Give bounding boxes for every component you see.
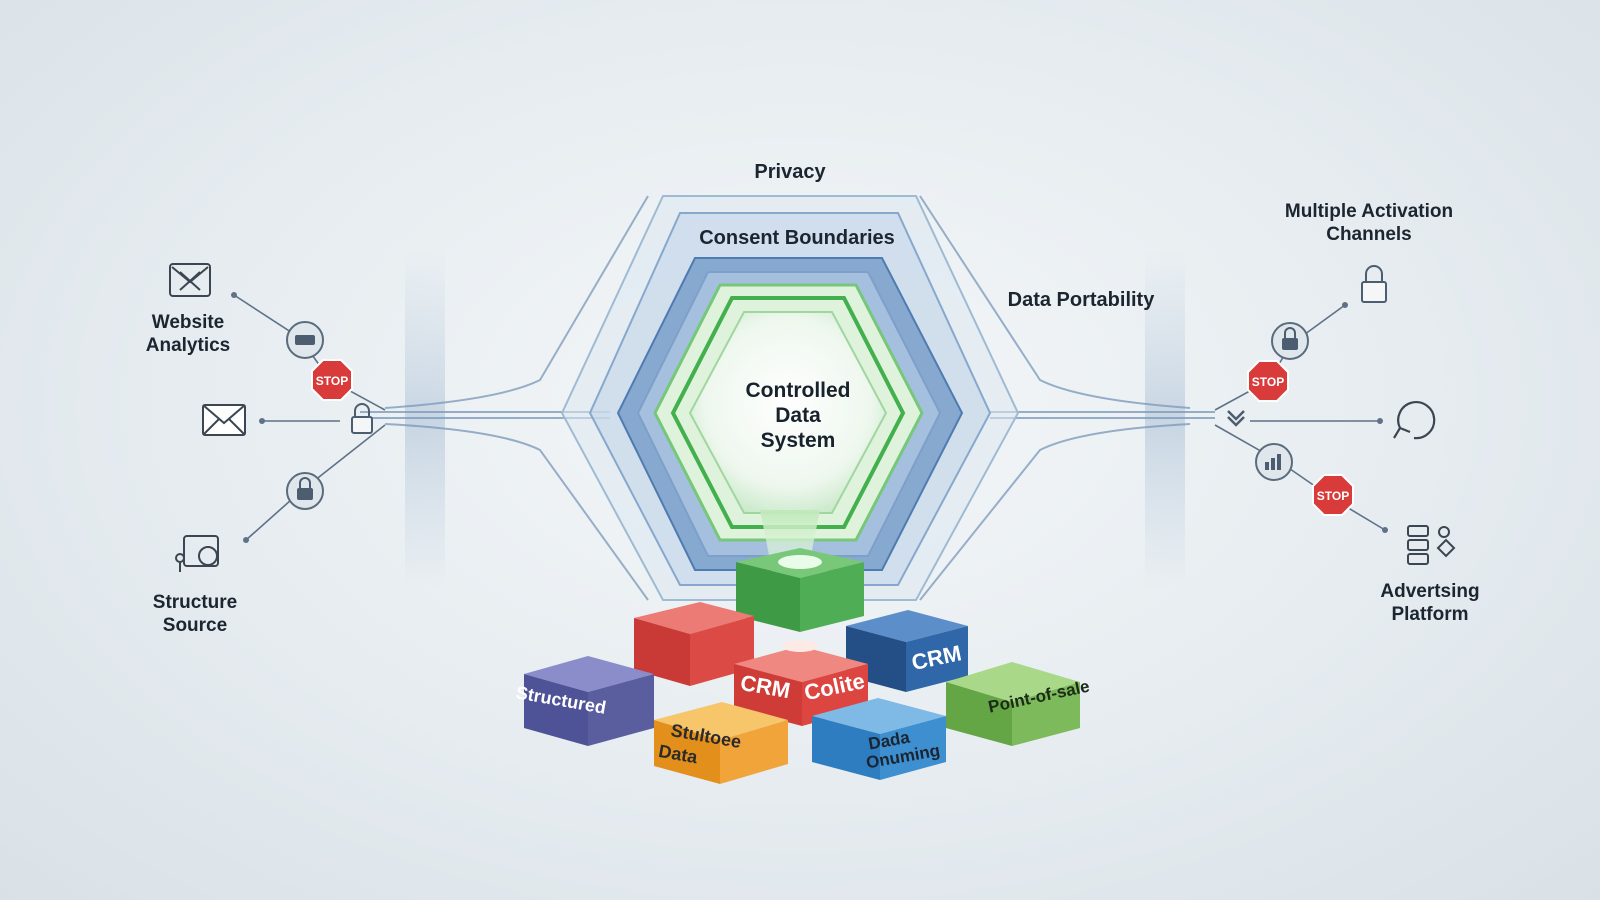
camera-badge-icon bbox=[286, 321, 324, 359]
lock-right-top-icon bbox=[1271, 322, 1309, 360]
stop-sign-left-icon: STOP bbox=[311, 359, 353, 401]
data-portability-label: Data Portability bbox=[1007, 289, 1155, 311]
core-hexagon bbox=[688, 311, 888, 514]
block-crm-red: CRM Colite bbox=[734, 640, 868, 726]
right-node-top bbox=[1342, 302, 1348, 308]
left-node-mid bbox=[259, 418, 265, 424]
green-ring-inner bbox=[670, 296, 906, 529]
chart-badge-icon bbox=[1255, 443, 1293, 481]
stop-sign-right-bot-icon: STOP bbox=[1312, 474, 1354, 516]
stop-sign-right-top-text: STOP bbox=[1252, 375, 1284, 389]
stop-sign-right-top-icon: STOP bbox=[1247, 360, 1289, 402]
right-glow-pillar bbox=[1145, 250, 1185, 590]
block-point-of-sale: Point-of-sale bbox=[946, 662, 1091, 746]
block-structured: Structured bbox=[514, 656, 654, 746]
lock-left-bot-icon bbox=[286, 472, 324, 510]
website-analytics-label: Website Analytics bbox=[145, 312, 231, 356]
envelope-icon bbox=[202, 404, 246, 436]
stop-sign-right-bot-text: STOP bbox=[1317, 489, 1349, 503]
block-light-blue: Dada Onuming bbox=[812, 698, 946, 780]
left-node-top bbox=[231, 292, 237, 298]
data-blocks: CRM CRM Colite Structured Stultoee Data bbox=[514, 548, 1091, 784]
website-analytics-icon bbox=[169, 263, 211, 297]
advertising-platform-icon bbox=[1407, 525, 1456, 565]
block-green bbox=[736, 548, 864, 632]
core-label: Controlled Data System bbox=[745, 379, 851, 452]
stop-sign-left-text: STOP bbox=[316, 374, 348, 388]
refresh-icon bbox=[1393, 401, 1436, 440]
consent-boundaries-label: Consent Boundaries bbox=[699, 227, 895, 249]
chevron-down-icon bbox=[1227, 410, 1245, 427]
left-glow-pillar bbox=[405, 250, 445, 590]
block-orange: Stultoee Data bbox=[654, 702, 788, 784]
advertising-platform-label: Advertsing Platform bbox=[1380, 581, 1480, 625]
privacy-label: Privacy bbox=[754, 161, 826, 183]
right-connectors bbox=[1214, 304, 1386, 531]
lock-left-mid-icon bbox=[351, 403, 373, 434]
structure-source-icon bbox=[175, 535, 219, 572]
right-node-bot bbox=[1382, 527, 1388, 533]
lock-activation-icon bbox=[1361, 265, 1387, 303]
right-node-mid bbox=[1377, 418, 1383, 424]
left-node-bot bbox=[243, 537, 249, 543]
structure-source-label: Structure Source bbox=[152, 592, 238, 636]
pipeline-lines bbox=[360, 195, 1215, 601]
core-light-beam bbox=[760, 510, 820, 560]
activation-channels-label: Multiple Activation Channels bbox=[1284, 201, 1454, 245]
